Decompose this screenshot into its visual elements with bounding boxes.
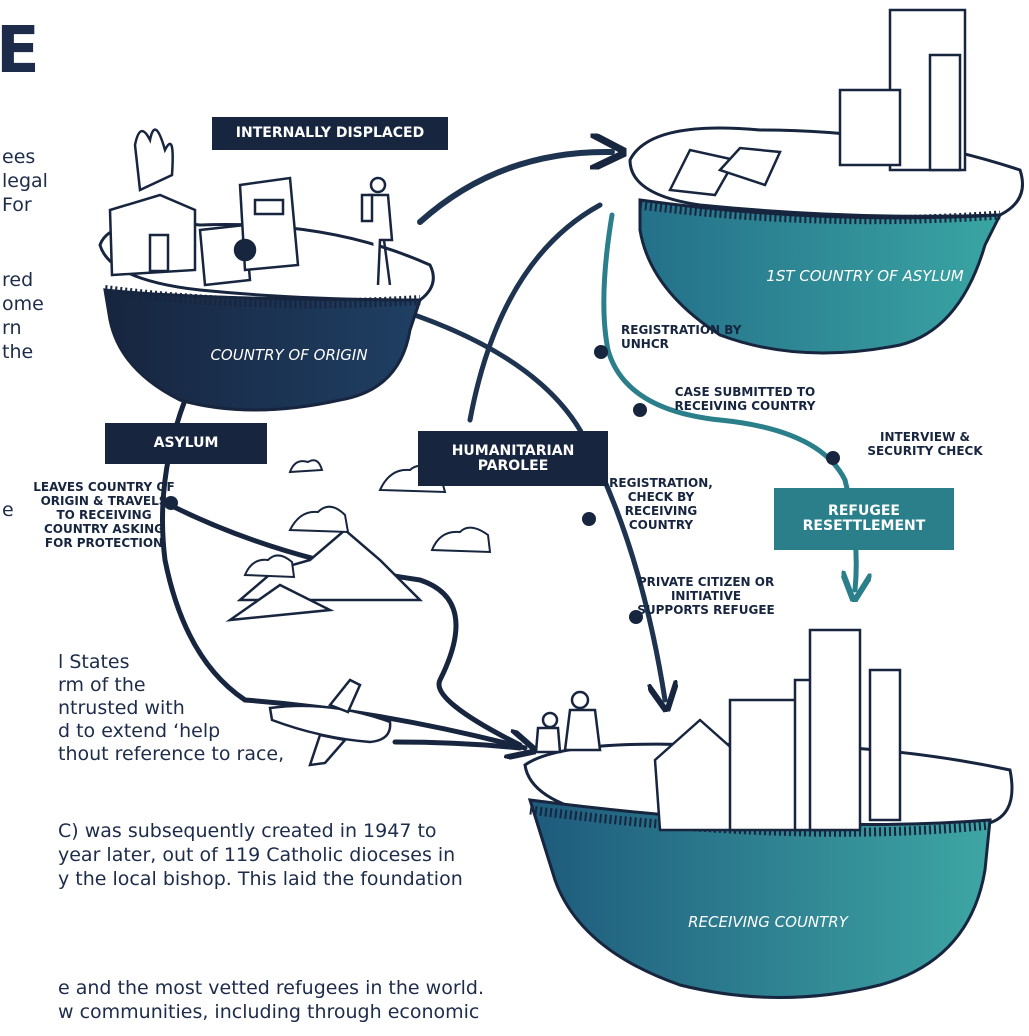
text-line: l States — [58, 651, 130, 673]
text-line: year later, out of 119 Catholic dioceses… — [58, 844, 456, 866]
country-of-origin-label: COUNTRY OF ORIGIN — [210, 346, 368, 364]
dot-private-citizen — [629, 610, 643, 624]
text-line: w communities, including through economi… — [58, 1001, 480, 1023]
island-asylum — [628, 8, 1024, 355]
path-air — [392, 739, 523, 751]
path-land — [167, 502, 523, 748]
path-origin-to-asylum — [417, 152, 612, 225]
airplane-icon — [268, 678, 392, 767]
refugee-resettlement-box: REFUGEE RESETTLEMENT — [774, 488, 954, 550]
dot-registration-unhcr — [594, 345, 608, 359]
text-line: rn — [2, 317, 22, 339]
text-line: legal — [2, 170, 48, 192]
text-line: C) was subsequently created in 1947 to — [58, 820, 437, 842]
text-line: y the local bishop. This laid the founda… — [58, 868, 463, 890]
first-country-of-asylum-label: 1ST COUNTRY OF ASYLUM — [766, 267, 964, 285]
humanitarian-parolee-box: HUMANITARIAN PAROLEE — [418, 431, 608, 486]
interview-security-label: INTERVIEW & SECURITY CHECK — [867, 430, 983, 458]
case-submitted-label: CASE SUBMITTED TO RECEIVING COUNTRY — [674, 385, 816, 413]
text-line: ees — [2, 146, 36, 168]
text-line: rm of the — [58, 674, 146, 696]
city-buildings-icon — [838, 8, 967, 172]
page-heading-fragment: E — [0, 14, 40, 88]
path-asylum-claim — [160, 397, 526, 748]
text-line: red — [2, 269, 34, 291]
dot-case-submitted — [633, 403, 647, 417]
internally-displaced-box: INTERNALLY DISPLACED — [212, 117, 448, 150]
leaves-country-label: LEAVES COUNTRY OF ORIGIN & TRAVELS TO RE… — [33, 480, 175, 550]
burning-houses-icon — [108, 128, 300, 287]
text-line: ntrusted with — [58, 697, 185, 719]
tents-icon — [668, 146, 782, 197]
dot-registration-check — [582, 512, 596, 526]
dot-interview — [826, 451, 840, 465]
text-line: For — [2, 194, 32, 216]
text-line: ome — [2, 293, 44, 315]
text-line: e and the most vetted refugees in the wo… — [58, 977, 485, 999]
dot-leaves — [164, 496, 178, 510]
flow-dots — [164, 345, 840, 624]
people-icon — [534, 690, 602, 754]
registration-unhcr-label: REGISTRATION BY UNHCR — [621, 323, 742, 351]
hiker-icon — [360, 176, 394, 286]
city-icon — [653, 628, 902, 832]
path-asylum-arrow-left — [515, 165, 620, 230]
text-line: d to extend ‘help — [58, 720, 221, 742]
private-citizen-label: PRIVATE CITIZEN OR INITIATIVE SUPPORTS R… — [637, 575, 775, 617]
receiving-country-label: RECEIVING COUNTRY — [688, 913, 848, 931]
text-line: the — [2, 341, 34, 363]
island-receiving — [523, 628, 1014, 999]
text-line: e — [2, 499, 14, 521]
text-line: thout reference to race, — [58, 743, 285, 765]
path-parolee — [302, 282, 665, 700]
path-asylum-down — [467, 202, 603, 423]
island-origin — [98, 128, 435, 412]
asylum-box: ASYLUM — [105, 423, 267, 464]
registration-check-label: REGISTRATION, CHECK BY RECEIVING COUNTRY — [609, 476, 713, 532]
